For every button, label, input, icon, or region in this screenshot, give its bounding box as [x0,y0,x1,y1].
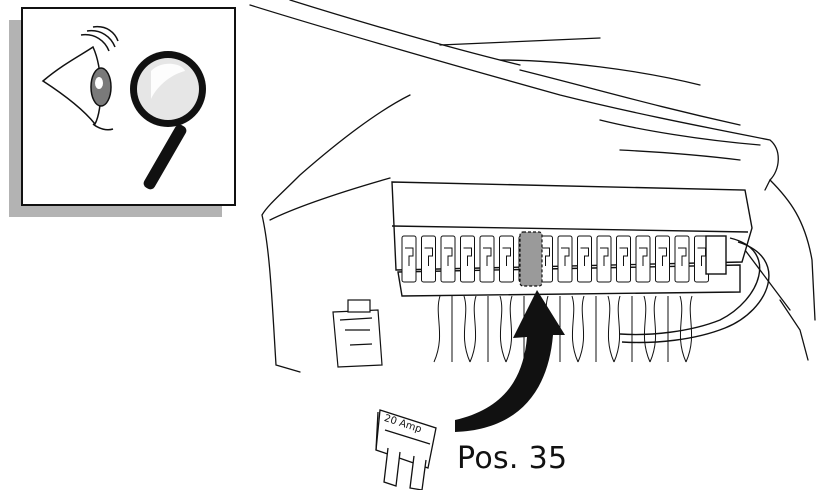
wire [464,296,470,362]
wire [572,296,578,362]
wire [644,296,650,362]
wire [650,296,656,362]
wire [680,296,686,362]
inset-frame [21,7,236,206]
magnifying-glass-icon [130,51,206,191]
wire [608,296,614,362]
inspect-inset-panel [9,7,234,217]
wiring-harness [434,296,692,362]
wire [614,296,620,362]
wire [506,296,512,362]
wire [500,296,506,362]
wire [434,296,440,362]
eye-icon [43,27,118,130]
fuse-position-label: Pos. 35 [457,441,567,476]
highlighted-fuse-slot [520,232,542,286]
inspect-icon-group [23,9,234,204]
left-connector [333,300,382,367]
wire [470,296,476,362]
wire [578,296,584,362]
